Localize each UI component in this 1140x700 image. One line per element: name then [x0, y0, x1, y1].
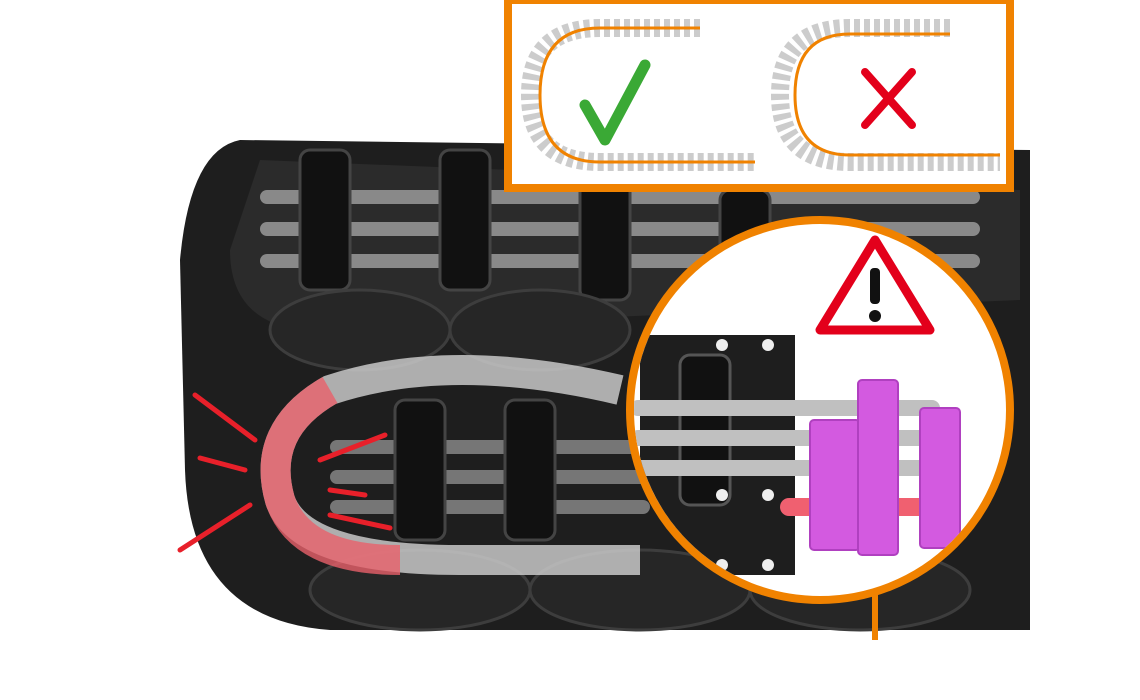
incorrect-routing-diagram	[770, 19, 1000, 171]
detail-magnifier	[626, 216, 1014, 640]
stressed-cable-section	[260, 376, 401, 575]
cross-icon	[861, 68, 916, 129]
check-icon	[579, 59, 651, 146]
stress-lines	[177, 392, 393, 553]
correct-routing-diagram	[520, 19, 755, 171]
warning-triangle-icon	[815, 235, 935, 335]
routing-comparison-box	[504, 0, 1014, 192]
strain-relief-clamps	[809, 379, 961, 556]
